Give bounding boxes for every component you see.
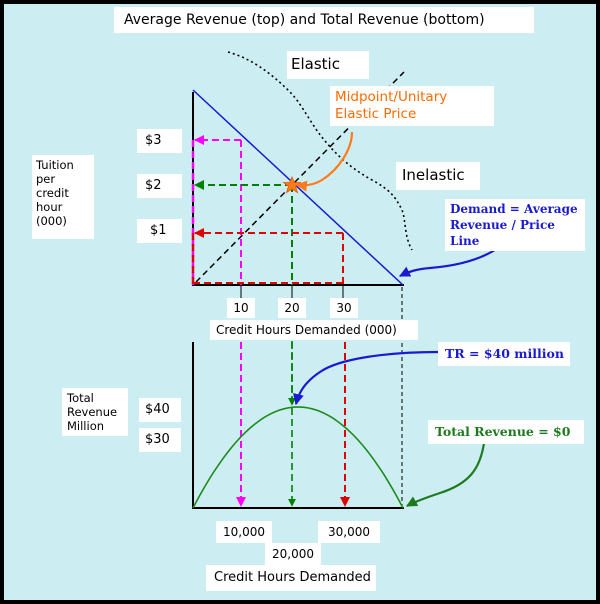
top-x-tick-20: 20 xyxy=(278,298,306,318)
top-y-tick-1: $1 xyxy=(137,219,182,243)
tr-zero-label: Total Revenue = $0 xyxy=(428,420,584,444)
top-y-tick-2: $2 xyxy=(137,174,182,198)
bottom-x-tick-10000: 10,000 xyxy=(216,521,272,543)
total-revenue-curve xyxy=(192,406,404,509)
top-y-axis-title: Tuition per credit hour (000) xyxy=(32,155,94,239)
midpoint-callout-arrow xyxy=(295,131,354,192)
bottom-y-tick-40: $40 xyxy=(139,398,181,422)
tr-max-label: TR = $40 million xyxy=(438,342,570,366)
tr-zero-callout-arrow xyxy=(406,442,486,507)
top-x-tick-30: 30 xyxy=(330,298,358,318)
page-title: Average Revenue (top) and Total Revenue … xyxy=(114,7,534,33)
elastic-label: Elastic xyxy=(287,51,369,79)
midpoint-label: Midpoint/Unitary Elastic Price xyxy=(330,86,494,126)
top-x-tick-10: 10 xyxy=(227,298,255,318)
tr-max-callout-arrow xyxy=(293,350,439,406)
demand-callout-arrow xyxy=(399,247,499,277)
bottom-x-axis-title: Credit Hours Demanded xyxy=(206,565,376,591)
demand-label: Demand = Average Revenue / Price Line xyxy=(445,199,585,251)
bottom-x-tick-30000: 30,000 xyxy=(318,521,380,543)
bottom-x-tick-20000: 20,000 xyxy=(265,543,321,565)
top-x-axis-title: Credit Hours Demanded (000) xyxy=(210,320,418,340)
top-y-tick-3: $3 xyxy=(137,129,182,153)
bottom-y-tick-30: $30 xyxy=(139,428,181,452)
elastic-boundary-dotted xyxy=(227,51,413,251)
bottom-y-axis-title: Total Revenue Million xyxy=(62,388,128,436)
inelastic-label: Inelastic xyxy=(396,162,480,190)
